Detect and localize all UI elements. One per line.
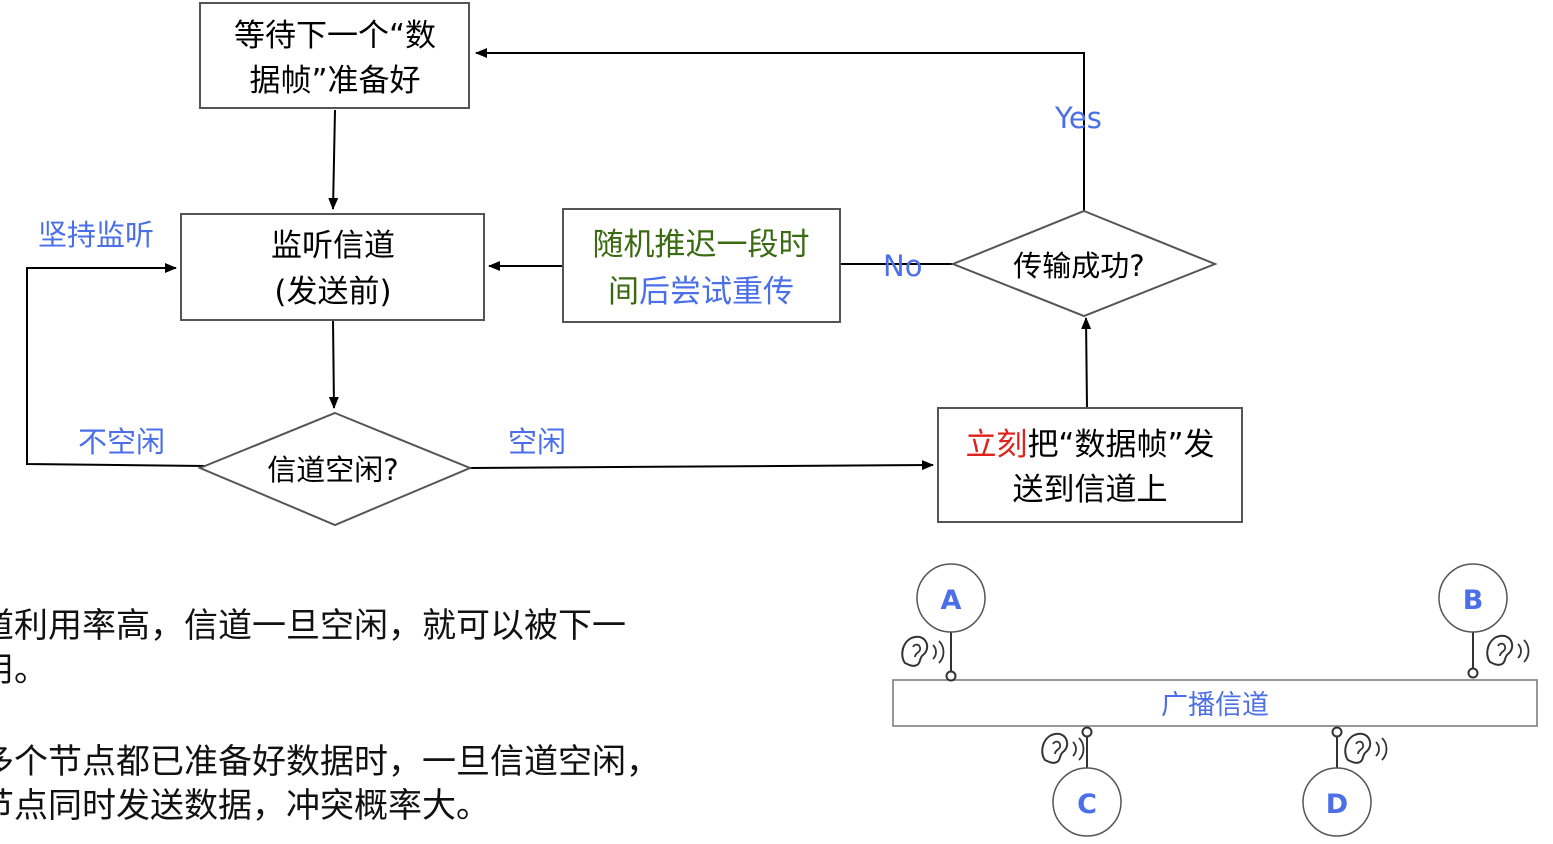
node-d-label: D (1326, 789, 1348, 820)
node-d-circle (1302, 767, 1372, 837)
edge-label-yes: Yes (1054, 101, 1102, 135)
node-a-ear-icon (901, 635, 945, 667)
edge-listen-to-idle-check (328, 319, 339, 409)
idle-check-diamond (197, 411, 473, 527)
listen-label-line2: (发送前) (274, 274, 391, 310)
edge-label-busy: 不空闲 (78, 425, 165, 459)
wait-label-line1: 等待下一个“数 (234, 18, 436, 54)
broadcast-channel-bar (892, 679, 1538, 727)
paragraph-1-line-1: 道利用率高，信道一旦空闲，就可以被下一 (0, 606, 626, 646)
node-d-port (1331, 726, 1343, 738)
backoff-label-line2: 间后尝试重传 (608, 274, 794, 310)
broadcast-channel-label: 广播信道 (1161, 690, 1269, 721)
send-label-line1: 立刻把“数据帧”发 (965, 427, 1214, 463)
edge-wait-to-listen (328, 109, 339, 210)
node-a-label: A (941, 585, 962, 616)
node-b-circle (1438, 563, 1508, 633)
success-check-label: 传输成功? (1013, 249, 1144, 283)
edge-busy-loop (26, 263, 206, 467)
node-b-ear-icon (1486, 634, 1530, 666)
wait-box (199, 2, 470, 109)
edge-idle-to-send (469, 460, 934, 471)
node-c-port (1081, 726, 1093, 738)
edge-label-keep-listening: 坚持监听 (38, 218, 154, 252)
backoff-box (562, 208, 841, 323)
send-label-line2: 送到信道上 (1013, 472, 1168, 508)
node-d-ear-icon (1344, 732, 1388, 764)
node-a-port (945, 670, 957, 682)
paragraph-2-line-2: 节点同时发送数据，冲突概率大。 (0, 786, 490, 826)
node-c-label: C (1077, 789, 1097, 820)
edge-label-no: No (883, 249, 922, 283)
listen-label-line1: 监听信道 (271, 228, 395, 264)
node-c-ear-icon (1041, 732, 1085, 764)
node-b-label: B (1463, 585, 1484, 616)
backoff-label-line1: 随机推迟一段时 (593, 227, 810, 263)
idle-check-label: 信道空闲? (267, 453, 398, 487)
paragraph-1-line-2: 用。 (0, 650, 48, 690)
wait-label-line2: 据帧”准备好 (249, 63, 420, 99)
node-b-port (1467, 667, 1479, 679)
success-check-diamond (950, 209, 1218, 318)
edge-yes-to-wait (475, 48, 1085, 211)
node-c-circle (1052, 767, 1122, 837)
send-box (937, 407, 1243, 523)
listen-box (180, 213, 485, 321)
edge-send-to-success (1081, 317, 1092, 409)
edge-label-idle: 空闲 (508, 425, 566, 459)
node-a-circle (916, 563, 986, 633)
paragraph-2-line-1: 多个节点都已准备好数据时，一旦信道空闲， (0, 742, 660, 782)
